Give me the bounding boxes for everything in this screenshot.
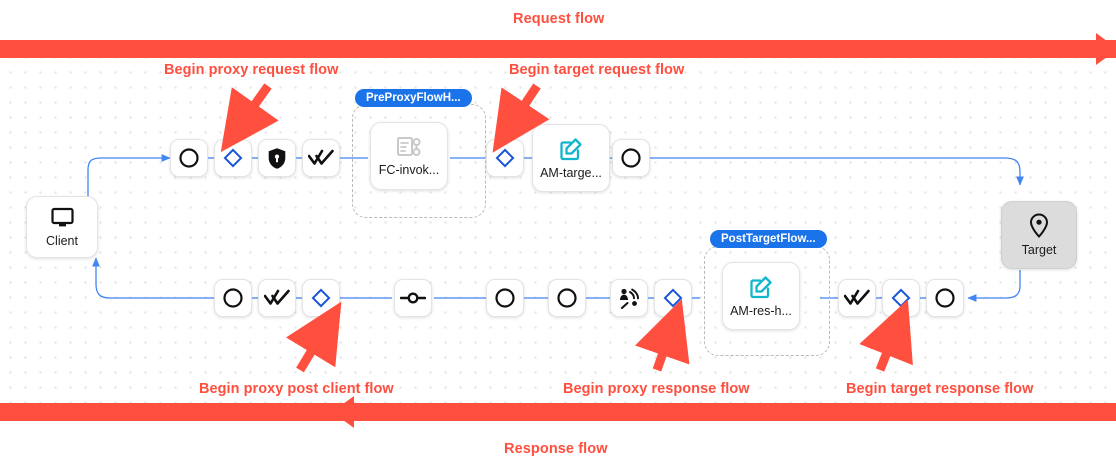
double-check-icon (844, 289, 870, 307)
monitor-icon (50, 207, 75, 229)
annotation-proxy-response: Begin proxy response flow (563, 381, 750, 397)
step-rs-circle-b[interactable] (548, 279, 586, 317)
circle-icon (178, 147, 200, 169)
diagram-canvas[interactable] (0, 47, 1116, 403)
annotation-target-request: Begin target request flow (509, 62, 685, 78)
step-rq-start[interactable] (170, 139, 208, 177)
endpoint-client[interactable]: Client (26, 196, 98, 258)
group-badge-preproxyflowhook[interactable]: PreProxyFlowH... (355, 89, 472, 107)
broadcast-icon (617, 287, 641, 309)
endpoint-client-label: Client (46, 233, 78, 248)
group-badge-posttargetflowhook[interactable]: PostTargetFlow... (710, 230, 827, 248)
response-flow-bar (0, 403, 1116, 421)
policy-fc-invoke[interactable]: FC-invok... (370, 122, 455, 197)
circle-icon (556, 287, 578, 309)
step-rq-end[interactable] (612, 139, 650, 177)
circle-icon (222, 287, 244, 309)
step-rs-node[interactable] (394, 279, 432, 317)
request-flow-arrowhead (1096, 33, 1116, 65)
endpoint-node-icon (400, 290, 426, 306)
double-check-icon (308, 149, 334, 167)
step-rs-start[interactable] (214, 279, 252, 317)
endpoint-target[interactable]: Target (1001, 201, 1077, 269)
annotation-proxy-post-client: Begin proxy post client flow (199, 381, 394, 397)
assign-message-icon (749, 275, 774, 300)
diamond-icon (222, 147, 244, 169)
response-flow-label: Response flow (504, 441, 608, 457)
shield-lock-icon (267, 147, 287, 170)
annotation-proxy-request: Begin proxy request flow (164, 62, 339, 78)
request-flow-label: Request flow (513, 11, 605, 27)
double-check-icon (264, 289, 290, 307)
circle-icon (934, 287, 956, 309)
request-flow-bar (0, 40, 1116, 58)
assign-message-icon (559, 137, 584, 162)
policy-am-response[interactable]: AM-res-h... (722, 262, 807, 337)
circle-icon (494, 287, 516, 309)
step-rs-end[interactable] (926, 279, 964, 317)
circle-icon (620, 147, 642, 169)
step-rs-circle-a[interactable] (486, 279, 524, 317)
response-flow-arrowhead (332, 396, 354, 428)
step-rq-checks[interactable] (302, 139, 340, 177)
flow-callout-icon (396, 135, 422, 159)
policy-am-target[interactable]: AM-targe... (532, 124, 610, 192)
location-pin-icon (1029, 213, 1049, 238)
annotation-target-response: Begin target response flow (846, 381, 1034, 397)
diamond-icon (494, 147, 516, 169)
endpoint-target-label: Target (1021, 243, 1057, 257)
